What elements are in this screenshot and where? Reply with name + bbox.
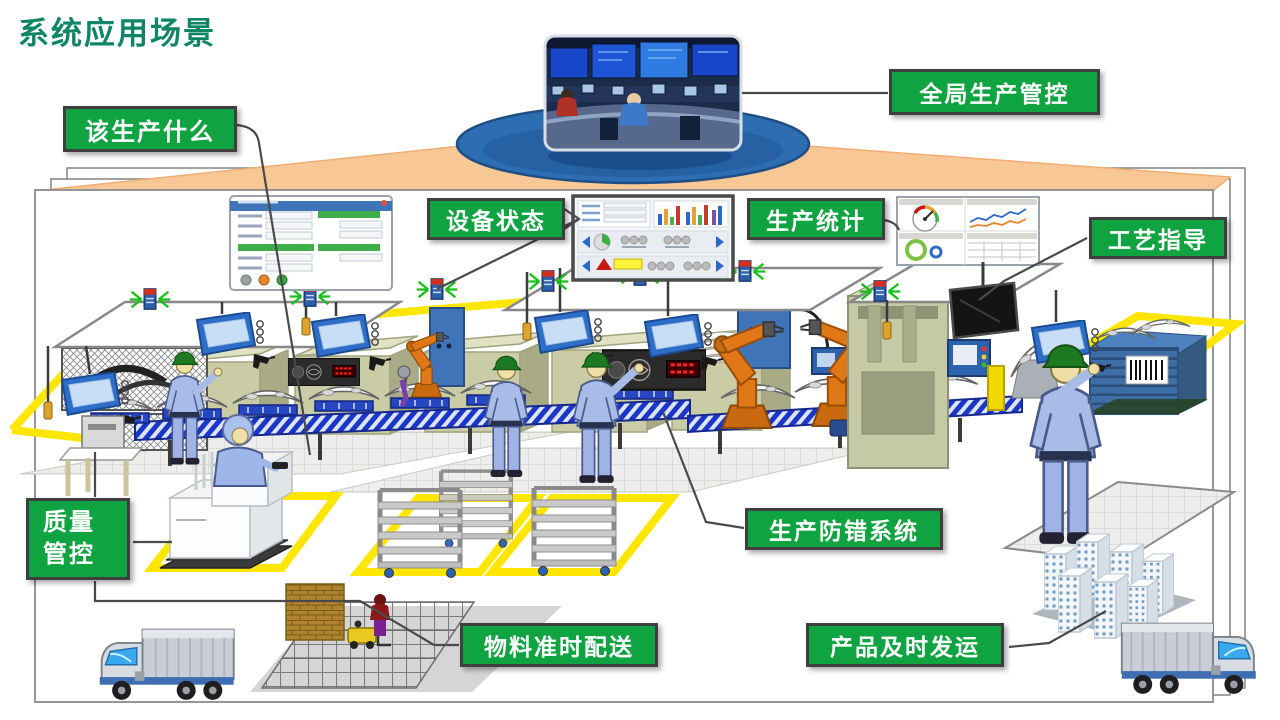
page-title: 系统应用场景 [18, 16, 216, 51]
control-room-photo [545, 36, 741, 150]
equipment-status-dashboard [571, 194, 735, 282]
warehouse-racks [260, 583, 476, 689]
callout-label: 生产统计 [766, 208, 866, 234]
erp-order-form-screen [229, 195, 393, 291]
callout-label: 工艺指导 [1108, 227, 1208, 253]
callout-label: 生产防错系统 [769, 518, 919, 544]
callout-label: 设备状态 [446, 208, 546, 234]
callout-product-shipping: 产品及时发运 [806, 623, 1004, 667]
callout-label-line2: 管控 [43, 541, 95, 568]
callout-process-guidance: 工艺指导 [1089, 217, 1227, 259]
callout-error-proofing-system: 生产防错系统 [745, 508, 943, 550]
seated-inspector [212, 414, 288, 487]
production-stats-dashboard [896, 196, 1040, 266]
pallet-stack [285, 583, 345, 641]
yellow-pedestal [987, 365, 1005, 411]
machines-and-robots [288, 281, 1080, 469]
quality-inspection-area [58, 415, 144, 496]
shelf-cart-icon [532, 488, 616, 576]
callout-label-line1: 质量 [43, 508, 95, 536]
shipping-rack [1086, 315, 1208, 415]
callout-label: 全局生产管控 [919, 81, 1070, 107]
process-machine [847, 281, 991, 469]
overhead-rails [43, 259, 1112, 430]
callout-quality-control: 质量 管控 [26, 498, 130, 580]
shelf-cart-icon [378, 490, 462, 578]
callout-label: 该生产什么 [85, 118, 215, 146]
process-guidance-monitor [948, 262, 1020, 340]
callout-global-production-control: 全局生产管控 [889, 69, 1100, 115]
callout-equipment-status: 设备状态 [427, 198, 565, 240]
control-room [455, 34, 811, 185]
callout-material-delivery: 物料准时配送 [460, 623, 658, 667]
callout-what-to-produce: 该生产什么 [63, 106, 237, 152]
callout-label: 产品及时发运 [830, 634, 980, 660]
callout-label: 物料准时配送 [484, 634, 634, 660]
callout-production-statistics: 生产统计 [747, 198, 885, 240]
